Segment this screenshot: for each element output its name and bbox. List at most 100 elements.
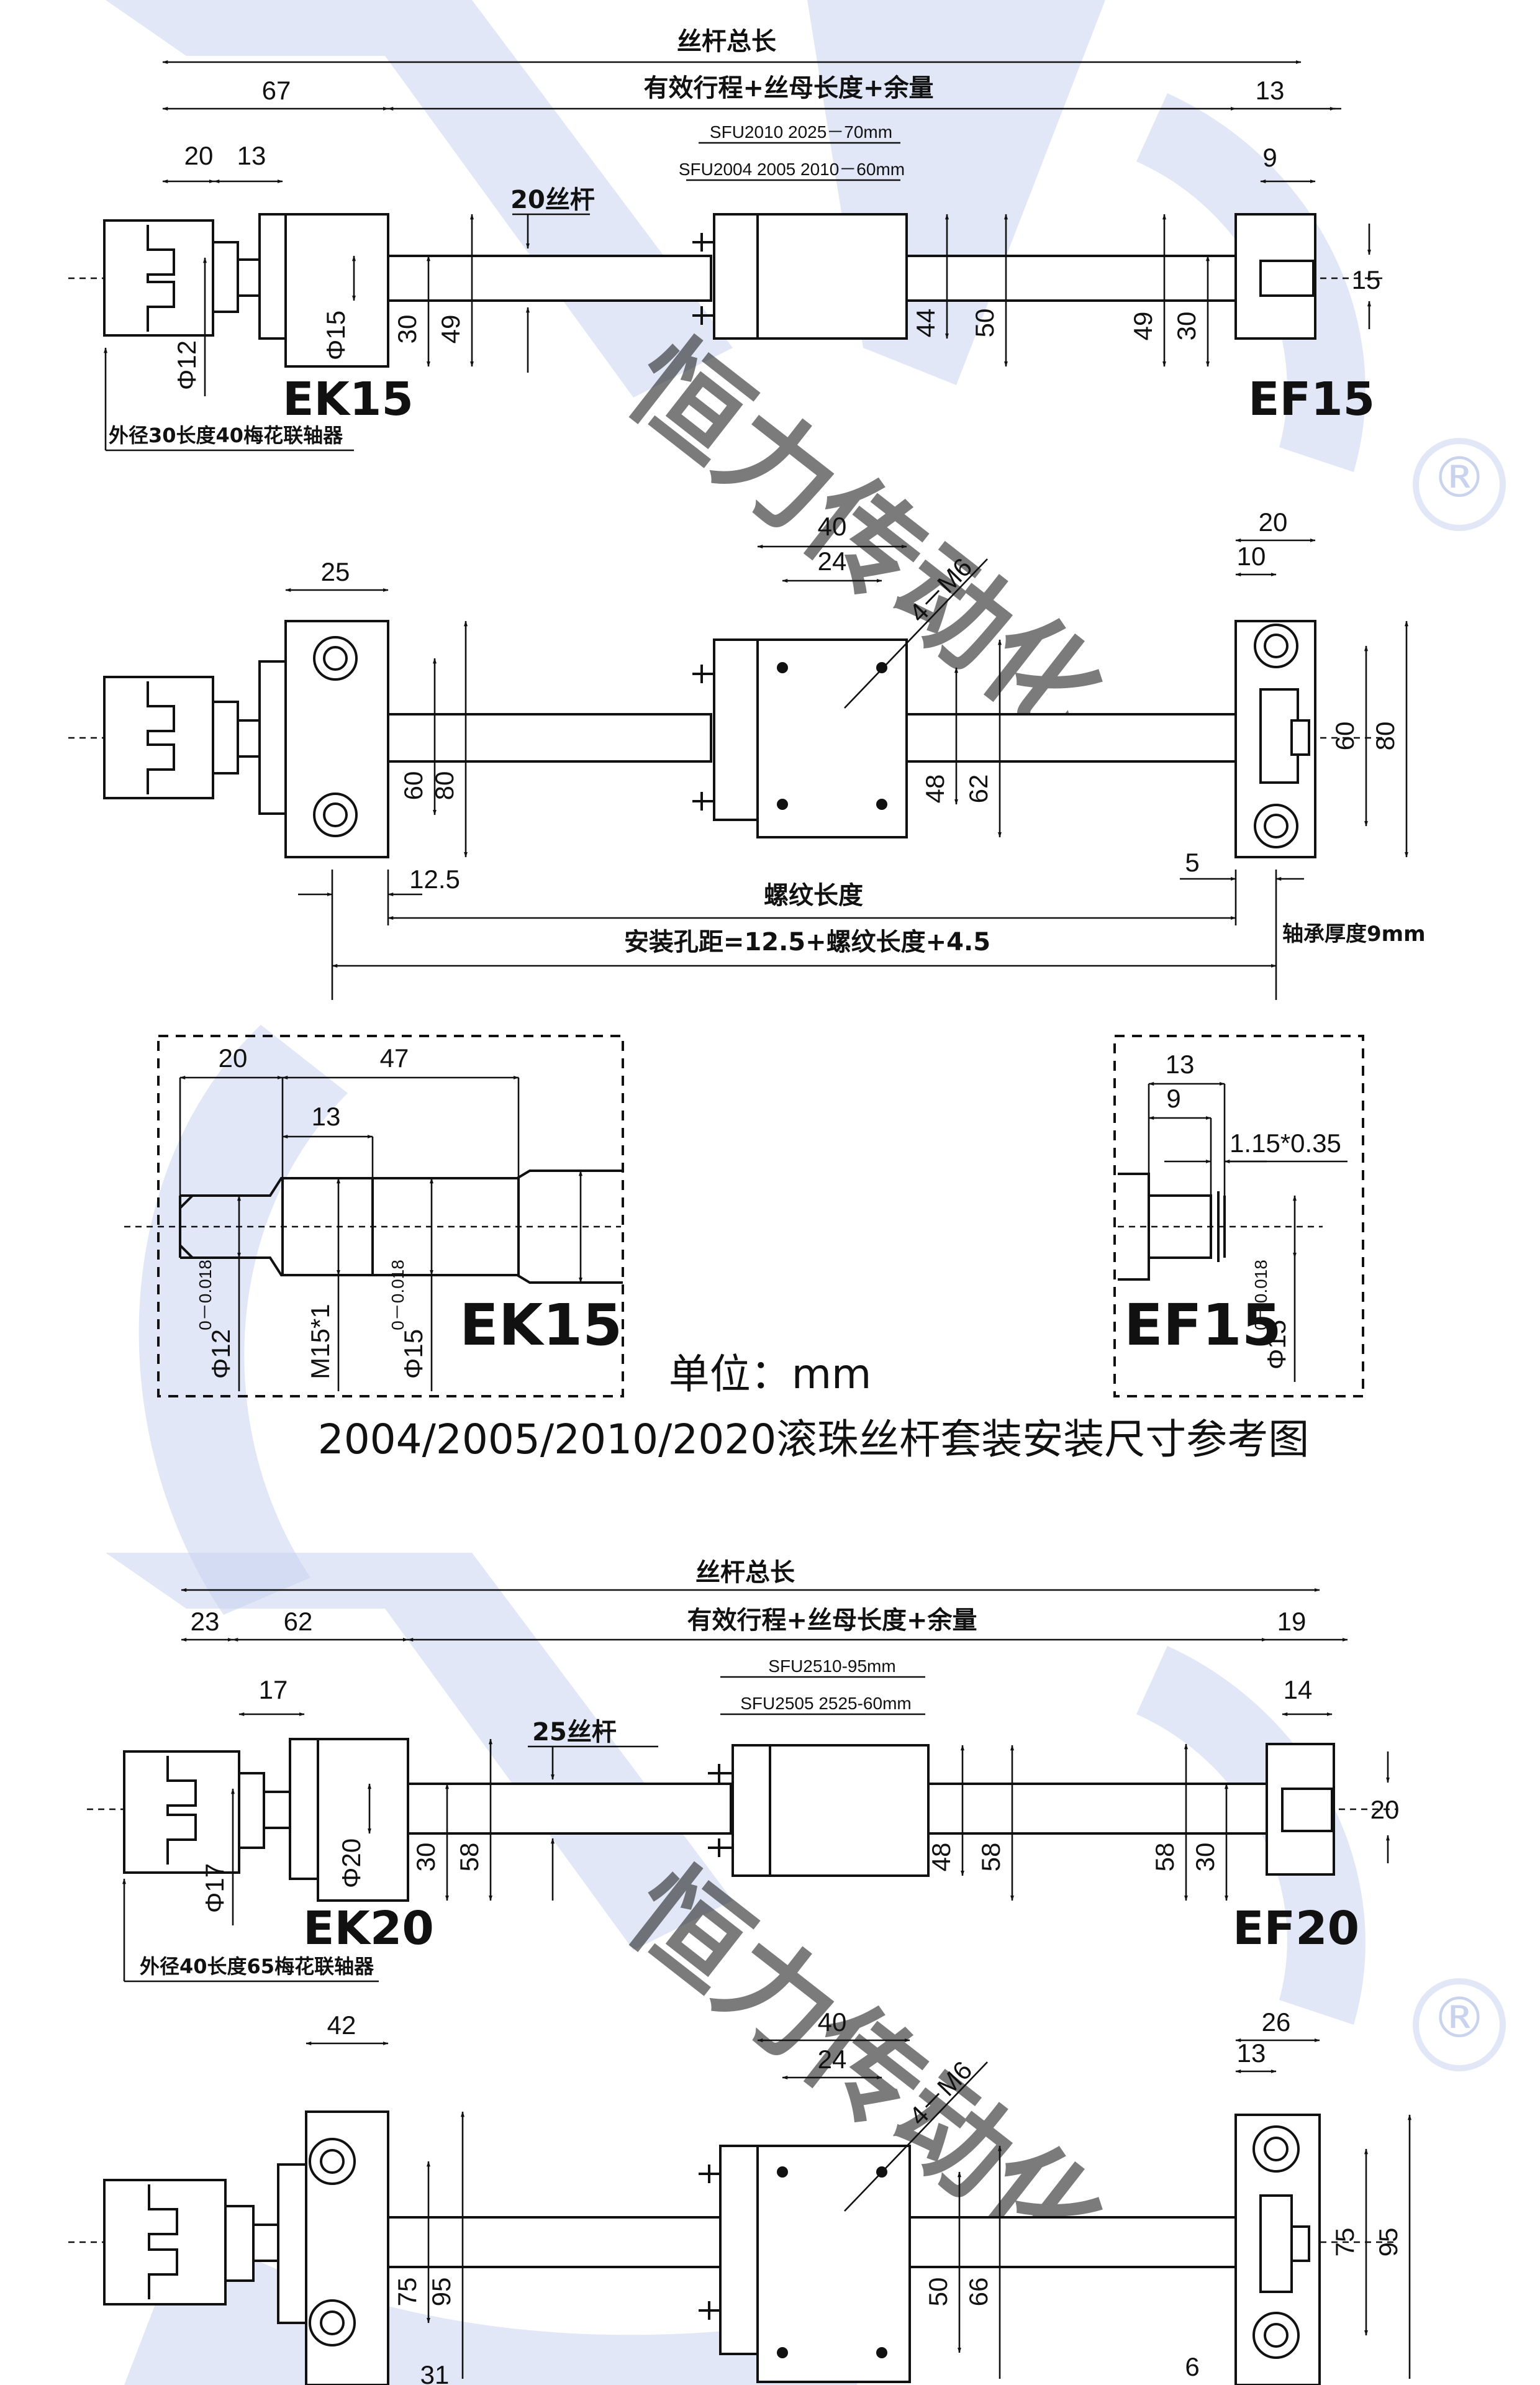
ball-nut [756, 213, 908, 340]
ek20-label: EK20 [303, 1902, 434, 1955]
ek15-support-plan [284, 620, 389, 858]
dim-48-20: 48 [926, 1843, 956, 1872]
figure-caption: 2004/2005/2010/2020滚珠丝杆套装安装尺寸参考图 [318, 1415, 1310, 1463]
dim-49: 49 [436, 315, 465, 344]
dim-24: 24 [818, 547, 847, 576]
nut-oil-fitting [692, 233, 714, 325]
bearing-thickness-note: 轴承厚度9mm [1282, 922, 1426, 947]
dim-42: 42 [327, 2010, 356, 2040]
dim-phi20: Φ20 [337, 1838, 366, 1888]
dim-60: 60 [399, 771, 428, 801]
locknut [237, 258, 261, 297]
coupling-note-20: 外径40长度65梅花联轴器 [140, 1955, 374, 1978]
nut-spec-a-20: SFU2510-95mm [768, 1656, 895, 1676]
detail-phi15: Φ15 [399, 1329, 428, 1379]
dim-75-right: 75 [1330, 2228, 1359, 2257]
dim-30-20: 30 [411, 1843, 440, 1872]
dim-49-right: 49 [1128, 312, 1157, 341]
detail-ef-dim-9: 9 [1166, 1084, 1180, 1113]
detail-ek15-journal: 20 47 13 Φ12 0－0.018 M15*1 Φ15 0－0.018 E… [124, 1035, 624, 1397]
dim-phi12: Φ12 [172, 340, 201, 390]
dim-24-20: 24 [818, 2045, 847, 2074]
unit-label: 单位：mm [669, 1350, 872, 1398]
registered-mark-2: ® [1431, 1986, 1487, 2051]
detail-dim-20: 20 [219, 1043, 248, 1073]
dim-95: 95 [427, 2278, 456, 2307]
nut-spec-b: SFU2004 2005 2010－60mm [679, 160, 905, 179]
dim-9: 9 [1262, 143, 1277, 172]
dim-20-ef: 20 [1259, 507, 1288, 537]
detail-m15x1: M15*1 [306, 1304, 335, 1379]
detail-groove-size: 1.15*0.35 [1230, 1129, 1341, 1158]
detail-phi12: Φ12 [206, 1329, 235, 1379]
dim-mount-hole-distance: 安装孔距=12.5+螺纹长度+4.5 [624, 928, 990, 956]
dim-17: 17 [259, 1675, 288, 1704]
drawing-ek15-ef15-plan: 25 40 24 4－M6 20 10 60 80 48 62 60 80 12… [68, 507, 1426, 1000]
screw-label: 20丝杆 [510, 186, 595, 214]
dim-30-right: 30 [1172, 312, 1201, 341]
dim-62: 62 [284, 1607, 313, 1636]
dim-13-right: 13 [1256, 76, 1285, 105]
dim-50-20: 50 [923, 2278, 953, 2307]
drawing-ek20-ef20-elevation: 丝杆总长 23 62 有效行程+丝母长度+余量 19 SFU2510-95mm … [87, 1558, 1400, 1983]
dim-effective-stroke-20: 有效行程+丝母长度+余量 [687, 1606, 977, 1635]
dim-phi17: Φ17 [200, 1863, 229, 1913]
dim-5: 5 [1185, 848, 1199, 877]
dim-26: 26 [1262, 2007, 1291, 2037]
ball-nut-plan-20 [756, 2145, 911, 2383]
dim-40: 40 [818, 512, 847, 541]
detail-ef15-label: EF15 [1124, 1292, 1282, 1358]
dim-10: 10 [1237, 542, 1266, 571]
dim-75: 75 [392, 2278, 422, 2307]
dim-6: 6 [1185, 2352, 1199, 2381]
dim-67: 67 [262, 76, 291, 105]
dim-30-right-20: 30 [1190, 1843, 1220, 1872]
coupling-hub [212, 241, 239, 313]
nut-spec-b-20: SFU2505 2525-60mm [740, 1694, 911, 1713]
dim-25: 25 [321, 557, 350, 586]
dim-13-20: 13 [1237, 2038, 1266, 2068]
dim-31: 31 [420, 2360, 450, 2385]
nut-spec-a: SFU2010 2025－70mm [710, 122, 892, 142]
coupling-jaw [147, 225, 175, 332]
dim-20: 20 [184, 141, 214, 170]
detail-tol15: 0－0.018 [388, 1260, 407, 1330]
drawing-ek15-ef15-elevation: 丝杆总长 67 有效行程+丝母长度+余量 13 SFU2010 2025－70m… [68, 27, 1385, 452]
dim-58-right: 58 [1150, 1843, 1179, 1872]
dim-12-5: 12.5 [409, 865, 460, 894]
dim-50: 50 [970, 309, 999, 338]
dim-62: 62 [964, 775, 993, 804]
ball-nut-20 [769, 1744, 930, 1877]
screw-label-20: 25丝杆 [532, 1718, 617, 1747]
ek-flange [258, 213, 287, 340]
detail-ef-tol15: 0－0.018 [1251, 1260, 1270, 1330]
dim-40-20: 40 [818, 2007, 847, 2037]
dim-60-right: 60 [1330, 722, 1359, 751]
dim-80-right: 80 [1370, 722, 1400, 751]
coupling-note: 外径30长度40梅花联轴器 [109, 424, 343, 447]
ef20-label: EF20 [1233, 1902, 1359, 1955]
ek20-support-plan [305, 2110, 389, 2385]
dim-14: 14 [1284, 1675, 1313, 1704]
screw-shaft-right [905, 255, 1237, 302]
detail-ef-phi15: Φ15 [1262, 1320, 1291, 1370]
dim-20-shaft: 20 [1370, 1795, 1400, 1824]
dim-15: 15 [1352, 265, 1381, 294]
dim-66: 66 [964, 2278, 993, 2307]
detail-tol12: 0－0.018 [196, 1260, 215, 1330]
dim-48: 48 [920, 775, 949, 804]
dim-19: 19 [1277, 1607, 1307, 1636]
dim-phi15: Φ15 [321, 311, 350, 360]
dim-58-nut: 58 [976, 1843, 1005, 1872]
detail-dim-13: 13 [312, 1102, 341, 1131]
detail-ek15-label: EK15 [460, 1292, 622, 1358]
screw-shaft-left [387, 255, 712, 302]
screw-shaft-left-20 [407, 1783, 732, 1835]
detail-dim-47: 47 [380, 1043, 409, 1073]
ek15-label: EK15 [283, 373, 414, 426]
ek15-support [284, 213, 389, 368]
dim-30: 30 [392, 315, 422, 344]
dim-13: 13 [237, 141, 266, 170]
detail-ef15-journal: 13 9 1.15*0.35 Φ15 0－0.018 EF15 [1113, 1035, 1364, 1397]
